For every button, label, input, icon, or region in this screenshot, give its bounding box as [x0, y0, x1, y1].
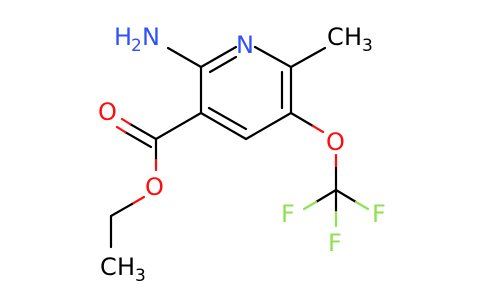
bond-c5-ether-o-b — [311, 124, 325, 134]
bond-ester-o-ch2-b — [109, 202, 134, 218]
double-bond-c4-c3 — [207, 106, 248, 131]
ethyl-c-label: C — [100, 253, 117, 281]
methyl-subscript: 3 — [362, 36, 373, 56]
amino-h-label: H — [114, 23, 132, 51]
ester-o-label: O — [145, 173, 164, 201]
bond-c4-c3 — [199, 111, 248, 141]
bond-c3-carbonyl — [154, 111, 203, 141]
bond-n-c6 — [253, 45, 293, 69]
bond-ester-o-ch2-a — [130, 195, 146, 206]
ether-o-label: O — [326, 128, 345, 156]
bond-c6-ch3 — [289, 46, 327, 69]
bond-c2-nh2 — [166, 46, 203, 69]
fluorine-bottom-label: F — [328, 229, 342, 257]
ethyl-subscript: 3 — [135, 266, 146, 286]
bond-cf3-f-right-a — [334, 188, 358, 204]
carbonyl-o-label: O — [98, 98, 117, 126]
bond-carbonyl-o2-a — [123, 130, 153, 149]
ring-nitrogen-label: N — [236, 31, 254, 59]
bond-carbonyl-o-a — [128, 122, 158, 141]
fluorine-right-label: F — [372, 200, 386, 228]
bond-c5-c4 — [244, 111, 293, 141]
ethyl-h-label: H — [117, 253, 135, 281]
amino-n-label: N — [142, 23, 160, 51]
double-bond-c2-n — [208, 55, 238, 74]
bond-carbonyl-o2-b — [115, 125, 127, 134]
bond-cf3-f-left-b — [302, 200, 318, 211]
bond-c5-ether-o-a — [289, 111, 315, 128]
bond-carbonyl-o-b — [120, 117, 132, 126]
bond-cf3-f-left-a — [314, 188, 338, 204]
bond-c2-n — [199, 45, 238, 69]
amino-subscript: 2 — [131, 36, 142, 56]
methyl-h-label: H — [344, 23, 362, 51]
fluorine-left-label: F — [281, 200, 295, 228]
methyl-c-label: C — [327, 23, 344, 51]
bond-cf3-f-right-b — [354, 200, 370, 211]
